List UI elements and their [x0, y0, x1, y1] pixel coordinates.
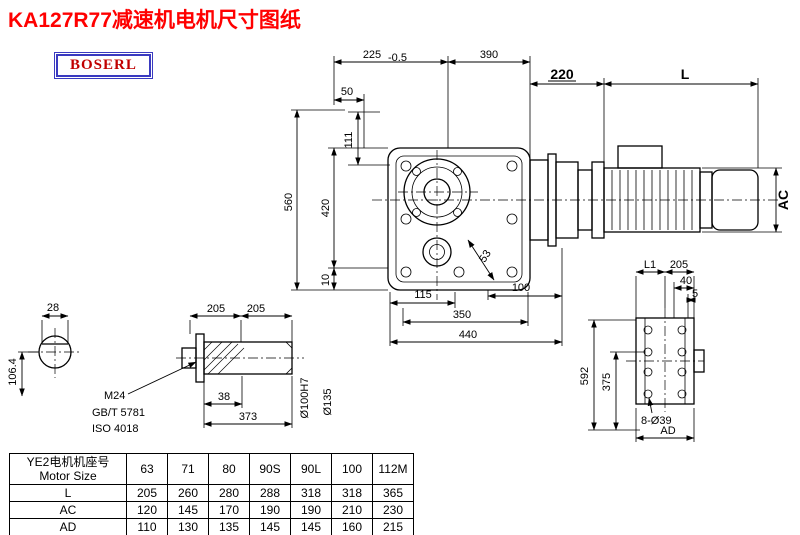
dim-label-205a: 205	[207, 303, 225, 315]
table-cell: 215	[372, 518, 414, 535]
dim-label-225-tol: -0.5	[388, 52, 407, 64]
dim-label-106-4: 106.4	[7, 358, 19, 386]
dim-label-8d39: 8-Ø39	[641, 415, 672, 427]
dim-label-560: 560	[283, 193, 295, 211]
dim-label-40: 40	[680, 275, 692, 287]
technical-drawing: 225 -0.5 390 220 L 50 111 560	[7, 49, 791, 442]
dim-label-38: 38	[218, 391, 230, 403]
table-cell: 110	[126, 518, 168, 535]
table-row-AD: AD 110 130 135 145 145 160 215	[9, 518, 414, 535]
top-dimensions: 225 -0.5 390 220 L 50	[333, 49, 759, 168]
table-cell: 260	[167, 484, 209, 502]
table-row-label: AC	[9, 501, 127, 519]
table-cell-size: 63	[126, 453, 168, 485]
dim-label-AD: AD	[660, 425, 675, 437]
table-cell: 145	[249, 518, 291, 535]
dim-label-205c: 205	[670, 259, 688, 271]
table-cell: 145	[290, 518, 332, 535]
table-row-label: AD	[9, 518, 127, 535]
table-cell-size: 112M	[372, 453, 414, 485]
dim-label-220: 220	[550, 66, 574, 82]
gearbox-front-view	[387, 147, 531, 300]
dim-label-111: 111	[343, 132, 355, 149]
dim-label-390: 390	[480, 49, 498, 61]
table-row-AC: AC 120 145 170 190 190 210 230	[9, 501, 414, 519]
table-row-label: L	[9, 484, 127, 502]
table-row-L: L 205 260 280 288 318 318 365	[9, 484, 414, 502]
page-title: KA127R77减速机电机尺寸图纸	[8, 9, 301, 32]
table-cell: 170	[208, 501, 250, 519]
table-cell: 130	[167, 518, 209, 535]
table-cell: 120	[126, 501, 168, 519]
dim-label-28: 28	[47, 302, 59, 314]
dim-label-115: 115	[414, 289, 432, 301]
table-cell-size: 100	[331, 453, 373, 485]
right-dimension-ac: AC	[702, 167, 791, 233]
dim-label-205b: 205	[247, 303, 265, 315]
shaft-cross-section: 28 106.4	[7, 302, 82, 397]
dim-label-440: 440	[459, 329, 477, 341]
dim-label-AC: AC	[775, 190, 791, 210]
dim-label-10: 10	[320, 274, 332, 286]
table-cell: 160	[331, 518, 373, 535]
table-cell: 190	[249, 501, 291, 519]
label-gbt5781: GB/T 5781	[92, 407, 145, 419]
table-cell: 190	[290, 501, 332, 519]
brand-logo: BOSERL	[54, 52, 153, 79]
table-row-header: YE2电机机座号 Motor Size 63 71 80 90S 90L 100…	[9, 453, 414, 485]
table-cell-size: 90L	[290, 453, 332, 485]
table-cell: 210	[331, 501, 373, 519]
label-iso4018: ISO 4018	[92, 423, 138, 435]
dim-label-5: 5	[692, 288, 698, 300]
dim-label-350: 350	[453, 309, 471, 321]
shaft-detail-view: 205 205 M24 GB/T 5781 ISO 4018 38 373 Ø1…	[92, 303, 334, 435]
table-cell-size: 71	[167, 453, 209, 485]
table-cell: 365	[372, 484, 414, 502]
output-flange-view: L1 205 40 5 592 375 8-Ø39 AD	[579, 259, 705, 442]
bottom-dimensions: 115 100 53 350 440	[389, 239, 563, 346]
table-cell-size: 80	[208, 453, 250, 485]
dim-label-420: 420	[320, 199, 332, 217]
table-cell: 318	[290, 484, 332, 502]
table-cell: 280	[208, 484, 250, 502]
dim-label-50: 50	[341, 86, 353, 98]
table-cell: 288	[249, 484, 291, 502]
table-cell: 230	[372, 501, 414, 519]
dim-label-592: 592	[579, 367, 591, 385]
dim-label-100: 100	[512, 282, 530, 294]
dim-label-d135: Ø135	[322, 389, 334, 416]
dim-label-53: 53	[477, 248, 494, 265]
dim-label-375: 375	[601, 373, 613, 391]
dim-label-225: 225	[363, 49, 381, 61]
table-header-cn: YE2电机机座号	[26, 455, 110, 469]
table-cell: 145	[167, 501, 209, 519]
dim-label-d100h7: Ø100H7	[299, 378, 311, 419]
dim-label-L1: L1	[644, 259, 656, 271]
table-cell: 135	[208, 518, 250, 535]
table-cell-size: 90S	[249, 453, 291, 485]
left-dimensions: 111 560 420 10	[283, 109, 390, 291]
motor-side-view	[372, 145, 780, 247]
dim-label-L: L	[681, 66, 690, 82]
table-cell: 318	[331, 484, 373, 502]
table-header-motor-size: YE2电机机座号 Motor Size	[9, 453, 127, 485]
dim-label-373: 373	[239, 411, 257, 423]
table-header-en: Motor Size	[39, 469, 97, 483]
label-m24: M24	[104, 390, 125, 402]
motor-size-table: YE2电机机座号 Motor Size 63 71 80 90S 90L 100…	[9, 453, 414, 535]
table-cell: 205	[126, 484, 168, 502]
